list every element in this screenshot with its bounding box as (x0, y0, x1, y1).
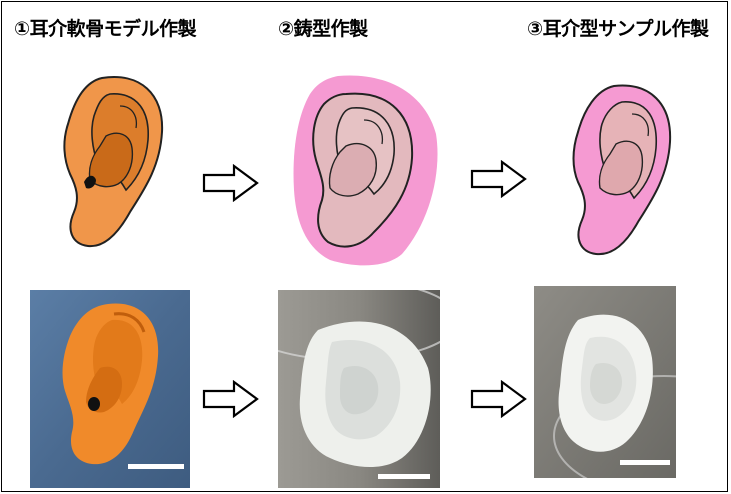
step1-title: ①耳介軟骨モデル作製 (14, 14, 196, 41)
step3-title: ③耳介型サンプル作製 (527, 14, 709, 41)
ear-model-photo (30, 290, 190, 488)
hollow-right-arrow-icon (470, 380, 528, 418)
hollow-right-arrow-icon (470, 160, 528, 198)
hollow-right-arrow-icon (202, 380, 260, 418)
hollow-right-arrow-icon (202, 164, 260, 202)
step2-title: ②鋳型作製 (278, 14, 368, 41)
ear-mold-illustration (290, 72, 442, 268)
ear-sample-illustration (572, 82, 676, 258)
ear-sample-photo (534, 286, 676, 478)
ear-mold-photo (278, 290, 440, 488)
ear-model-illustration (62, 72, 172, 252)
